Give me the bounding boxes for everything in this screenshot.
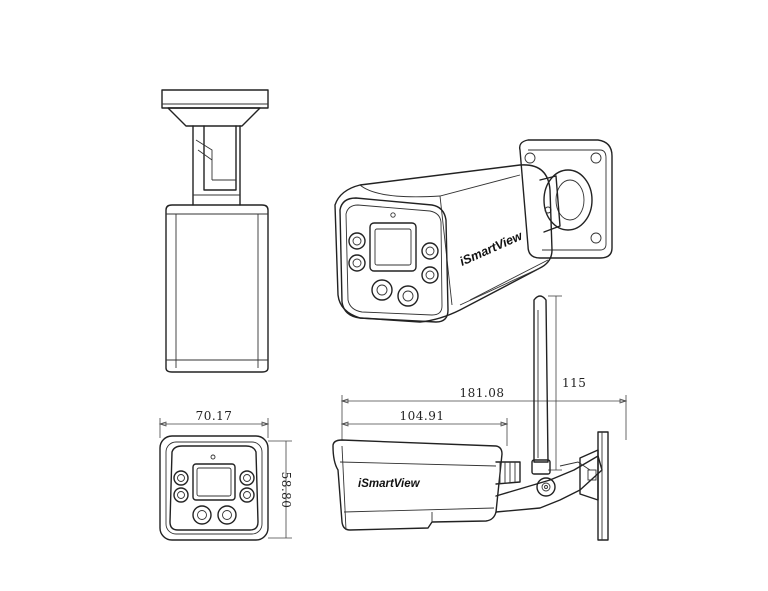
total-length-dimension: 181.08 xyxy=(460,386,505,400)
isometric-view: iSmartView xyxy=(334,139,613,323)
side-view: 181.08 104.91 115 iSmartView xyxy=(332,295,628,541)
front-width-dimension: 70.17 xyxy=(196,409,233,423)
antenna-height-dimension: 115 xyxy=(562,376,586,390)
brand-label-side: iSmartView xyxy=(358,478,421,490)
body-length-dimension: 104.91 xyxy=(400,409,445,423)
brand-label-isometric: iSmartView xyxy=(458,228,526,269)
top-view xyxy=(161,89,269,373)
front-view: 70.17 58.80 xyxy=(158,409,293,541)
front-height-dimension: 58.80 xyxy=(279,472,293,509)
